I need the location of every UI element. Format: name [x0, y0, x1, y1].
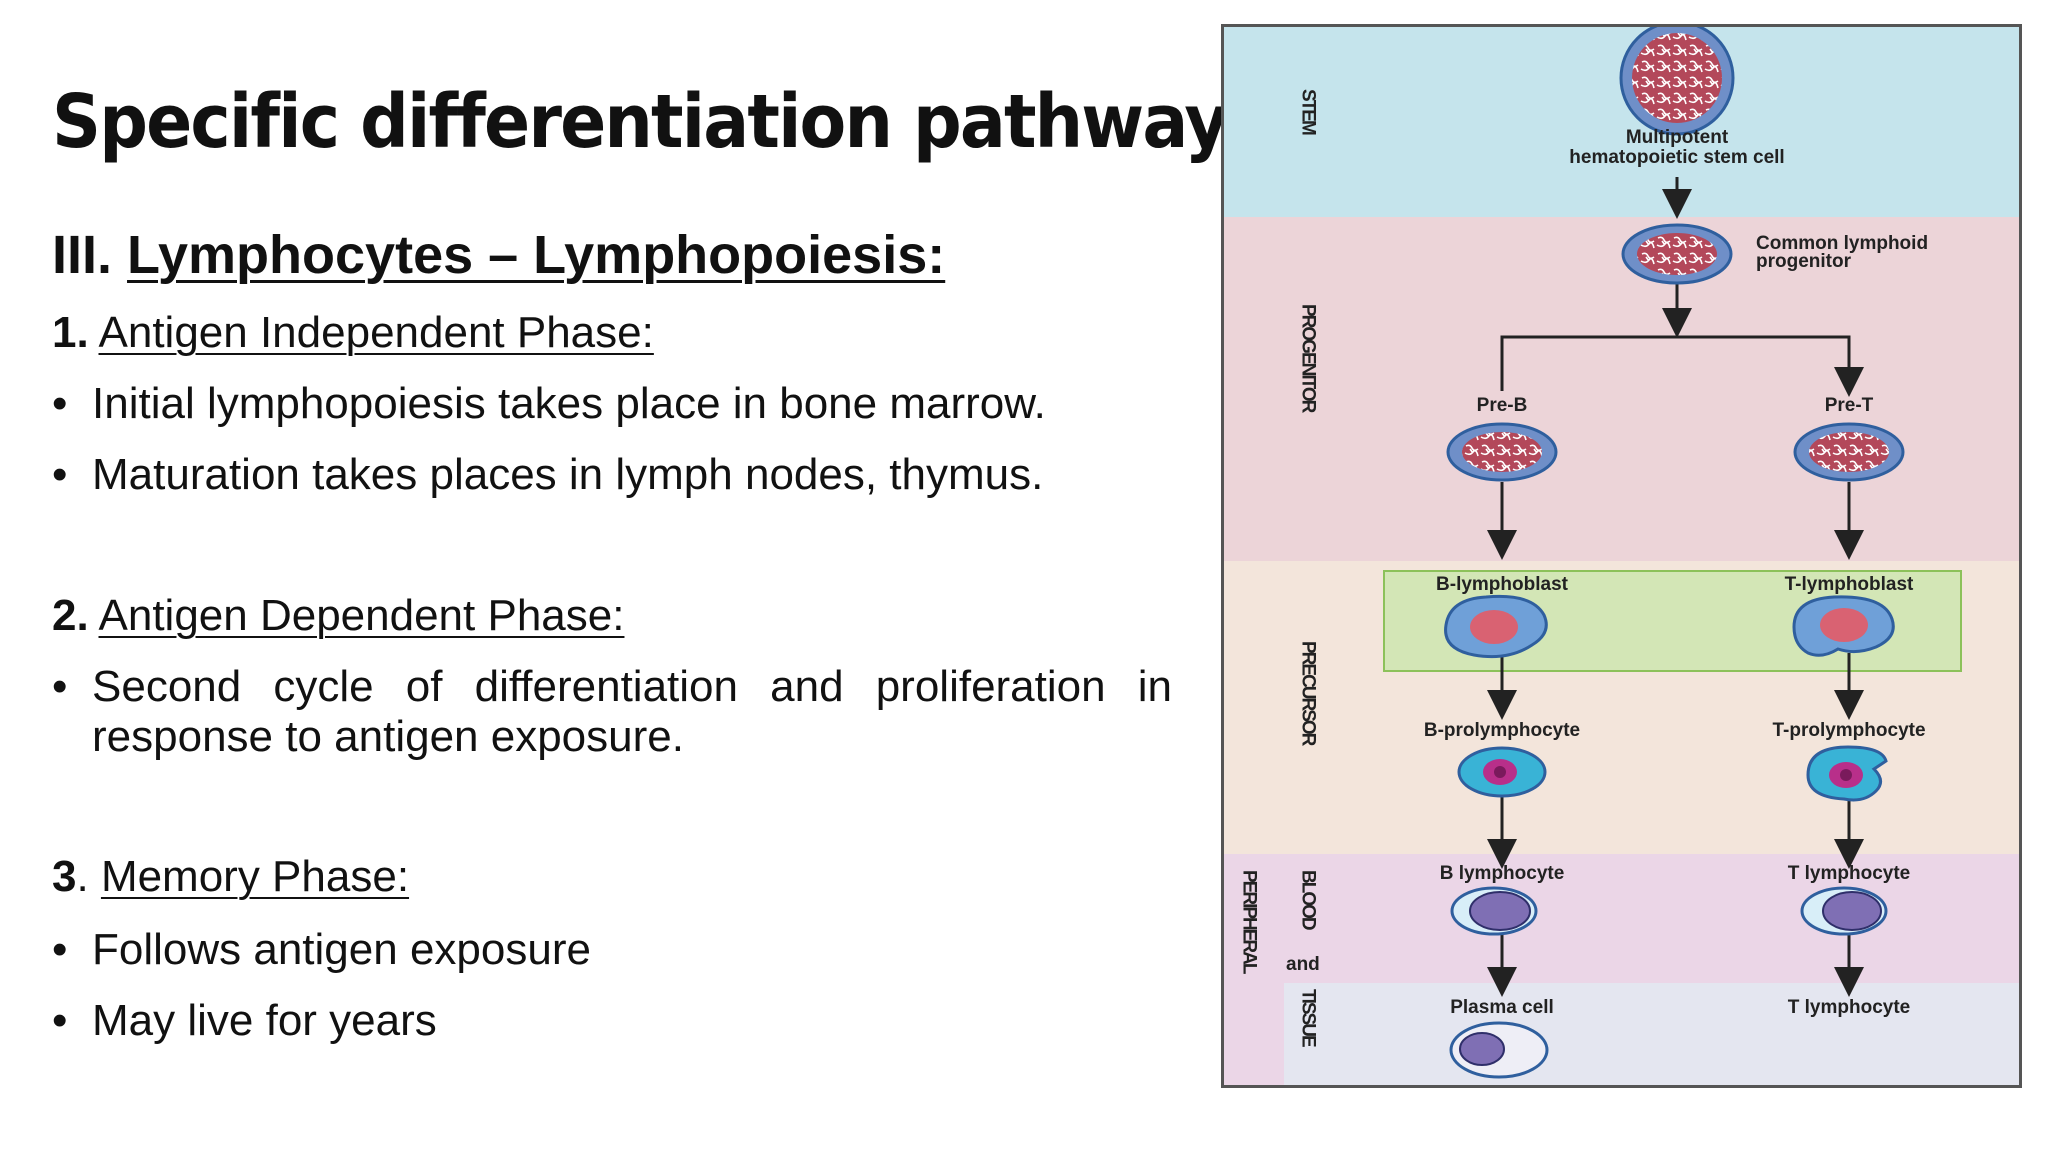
- plasma-cell-icon: [1449, 1021, 1549, 1079]
- t-lymphocyte-icon: [1800, 886, 1888, 936]
- phase-3-number: 3: [52, 852, 77, 901]
- phase-1-bullet-2: • Maturation takes places in lymph nodes…: [52, 450, 1172, 500]
- tissue-band: [1284, 983, 2019, 1085]
- t-prolymphocyte-label: T-prolymphocyte: [1772, 720, 1925, 741]
- lymphopoiesis-diagram: STEM PROGENITOR PRECURSOR PERIPHERAL BLO…: [1221, 24, 2022, 1088]
- phase-2-number: 2.: [52, 591, 89, 640]
- section-heading: III. Lymphocytes – Lymphopoiesis:: [52, 224, 945, 286]
- stem-cell-icon: [1619, 27, 1735, 136]
- bullet-dot: •: [52, 662, 68, 711]
- t-lymphocyte-label: T lymphocyte: [1788, 863, 1910, 884]
- stage-label-tissue: TISSUE: [1298, 989, 1319, 1047]
- bullet-dot: •: [52, 379, 68, 428]
- bullet-text: Follows antigen exposure: [92, 925, 591, 974]
- t-prolymphocyte-icon: [1806, 745, 1888, 802]
- arrows: [1487, 177, 1864, 997]
- progenitor-band: [1224, 217, 2019, 561]
- phase-1-number: 1.: [52, 308, 89, 357]
- stage-label-progenitor: PROGENITOR: [1298, 304, 1319, 414]
- section-label: Lymphocytes – Lymphopoiesis:: [127, 225, 946, 285]
- phase-1-title: Antigen Independent Phase:: [98, 308, 654, 357]
- plasma-cell-label: Plasma cell: [1450, 997, 1554, 1018]
- pre-t-cell-icon: [1793, 422, 1905, 482]
- phase-3-title: Memory Phase:: [100, 852, 410, 901]
- clp-label-2: progenitor: [1756, 251, 1852, 272]
- b-prolymphocyte-icon: [1457, 746, 1547, 798]
- diagram-svg: STEM PROGENITOR PRECURSOR PERIPHERAL BLO…: [1224, 27, 2019, 1085]
- section-number: III.: [52, 225, 113, 285]
- b-lymphocyte-icon: [1450, 886, 1538, 936]
- phase-2-bullet-1: • Second cycle of differentiation and pr…: [52, 662, 1172, 762]
- stage-label-stem: STEM: [1298, 89, 1319, 135]
- phase-1-bullet-1: • Initial lymphopoiesis takes place in b…: [52, 379, 1172, 429]
- bullet-text: Maturation takes places in lymph nodes, …: [92, 450, 1044, 499]
- t-lymphocyte-tissue-label: T lymphocyte: [1788, 997, 1910, 1018]
- phase-3-bullet-2: • May live for years: [52, 996, 1172, 1046]
- clp-cell-icon: [1621, 223, 1733, 285]
- stage-label-precursor: PRECURSOR: [1298, 641, 1319, 747]
- bullet-dot: •: [52, 996, 68, 1045]
- stem-cell-label-2: hematopoietic stem cell: [1569, 147, 1784, 168]
- phase-3-bullet-1: • Follows antigen exposure: [52, 925, 1172, 975]
- pre-t-label: Pre-T: [1825, 395, 1874, 416]
- bullet-dot: •: [52, 925, 68, 974]
- phase-2-heading: 2. Antigen Dependent Phase:: [52, 591, 624, 641]
- arrow-branch: [1500, 335, 1864, 397]
- b-lymphocyte-label: B lymphocyte: [1440, 863, 1565, 884]
- phase-3-heading: 3. Memory Phase:: [52, 852, 410, 901]
- t-lymphoblast-label: T-lymphoblast: [1785, 574, 1914, 595]
- stage-label-blood: BLOOD: [1298, 870, 1319, 930]
- bullet-dot: •: [52, 450, 68, 499]
- clp-label-1: Common lymphoid: [1756, 233, 1928, 254]
- pre-b-label: Pre-B: [1477, 395, 1528, 416]
- slide-title: Specific differentiation pathways:: [52, 79, 1293, 165]
- stem-cell-label-1: Multipotent: [1626, 127, 1729, 148]
- phase-1-heading: 1. Antigen Independent Phase:: [52, 308, 654, 358]
- t-lymphoblast-icon: [1792, 595, 1895, 657]
- stem-band: [1224, 27, 2019, 217]
- bullet-text: May live for years: [92, 996, 437, 1045]
- b-lymphoblast-icon: [1444, 594, 1548, 659]
- b-prolymphocyte-label: B-prolymphocyte: [1424, 720, 1580, 741]
- b-lymphoblast-label: B-lymphoblast: [1436, 574, 1569, 595]
- stage-label-and: and: [1286, 954, 1320, 975]
- phase-2-title: Antigen Dependent Phase:: [98, 591, 625, 640]
- pre-b-cell-icon: [1446, 422, 1558, 482]
- bullet-text: Initial lymphopoiesis takes place in bon…: [92, 379, 1046, 428]
- bullet-text: Second cycle of differentiation and prol…: [92, 662, 1172, 761]
- stage-label-peripheral: PERIPHERAL: [1239, 870, 1260, 975]
